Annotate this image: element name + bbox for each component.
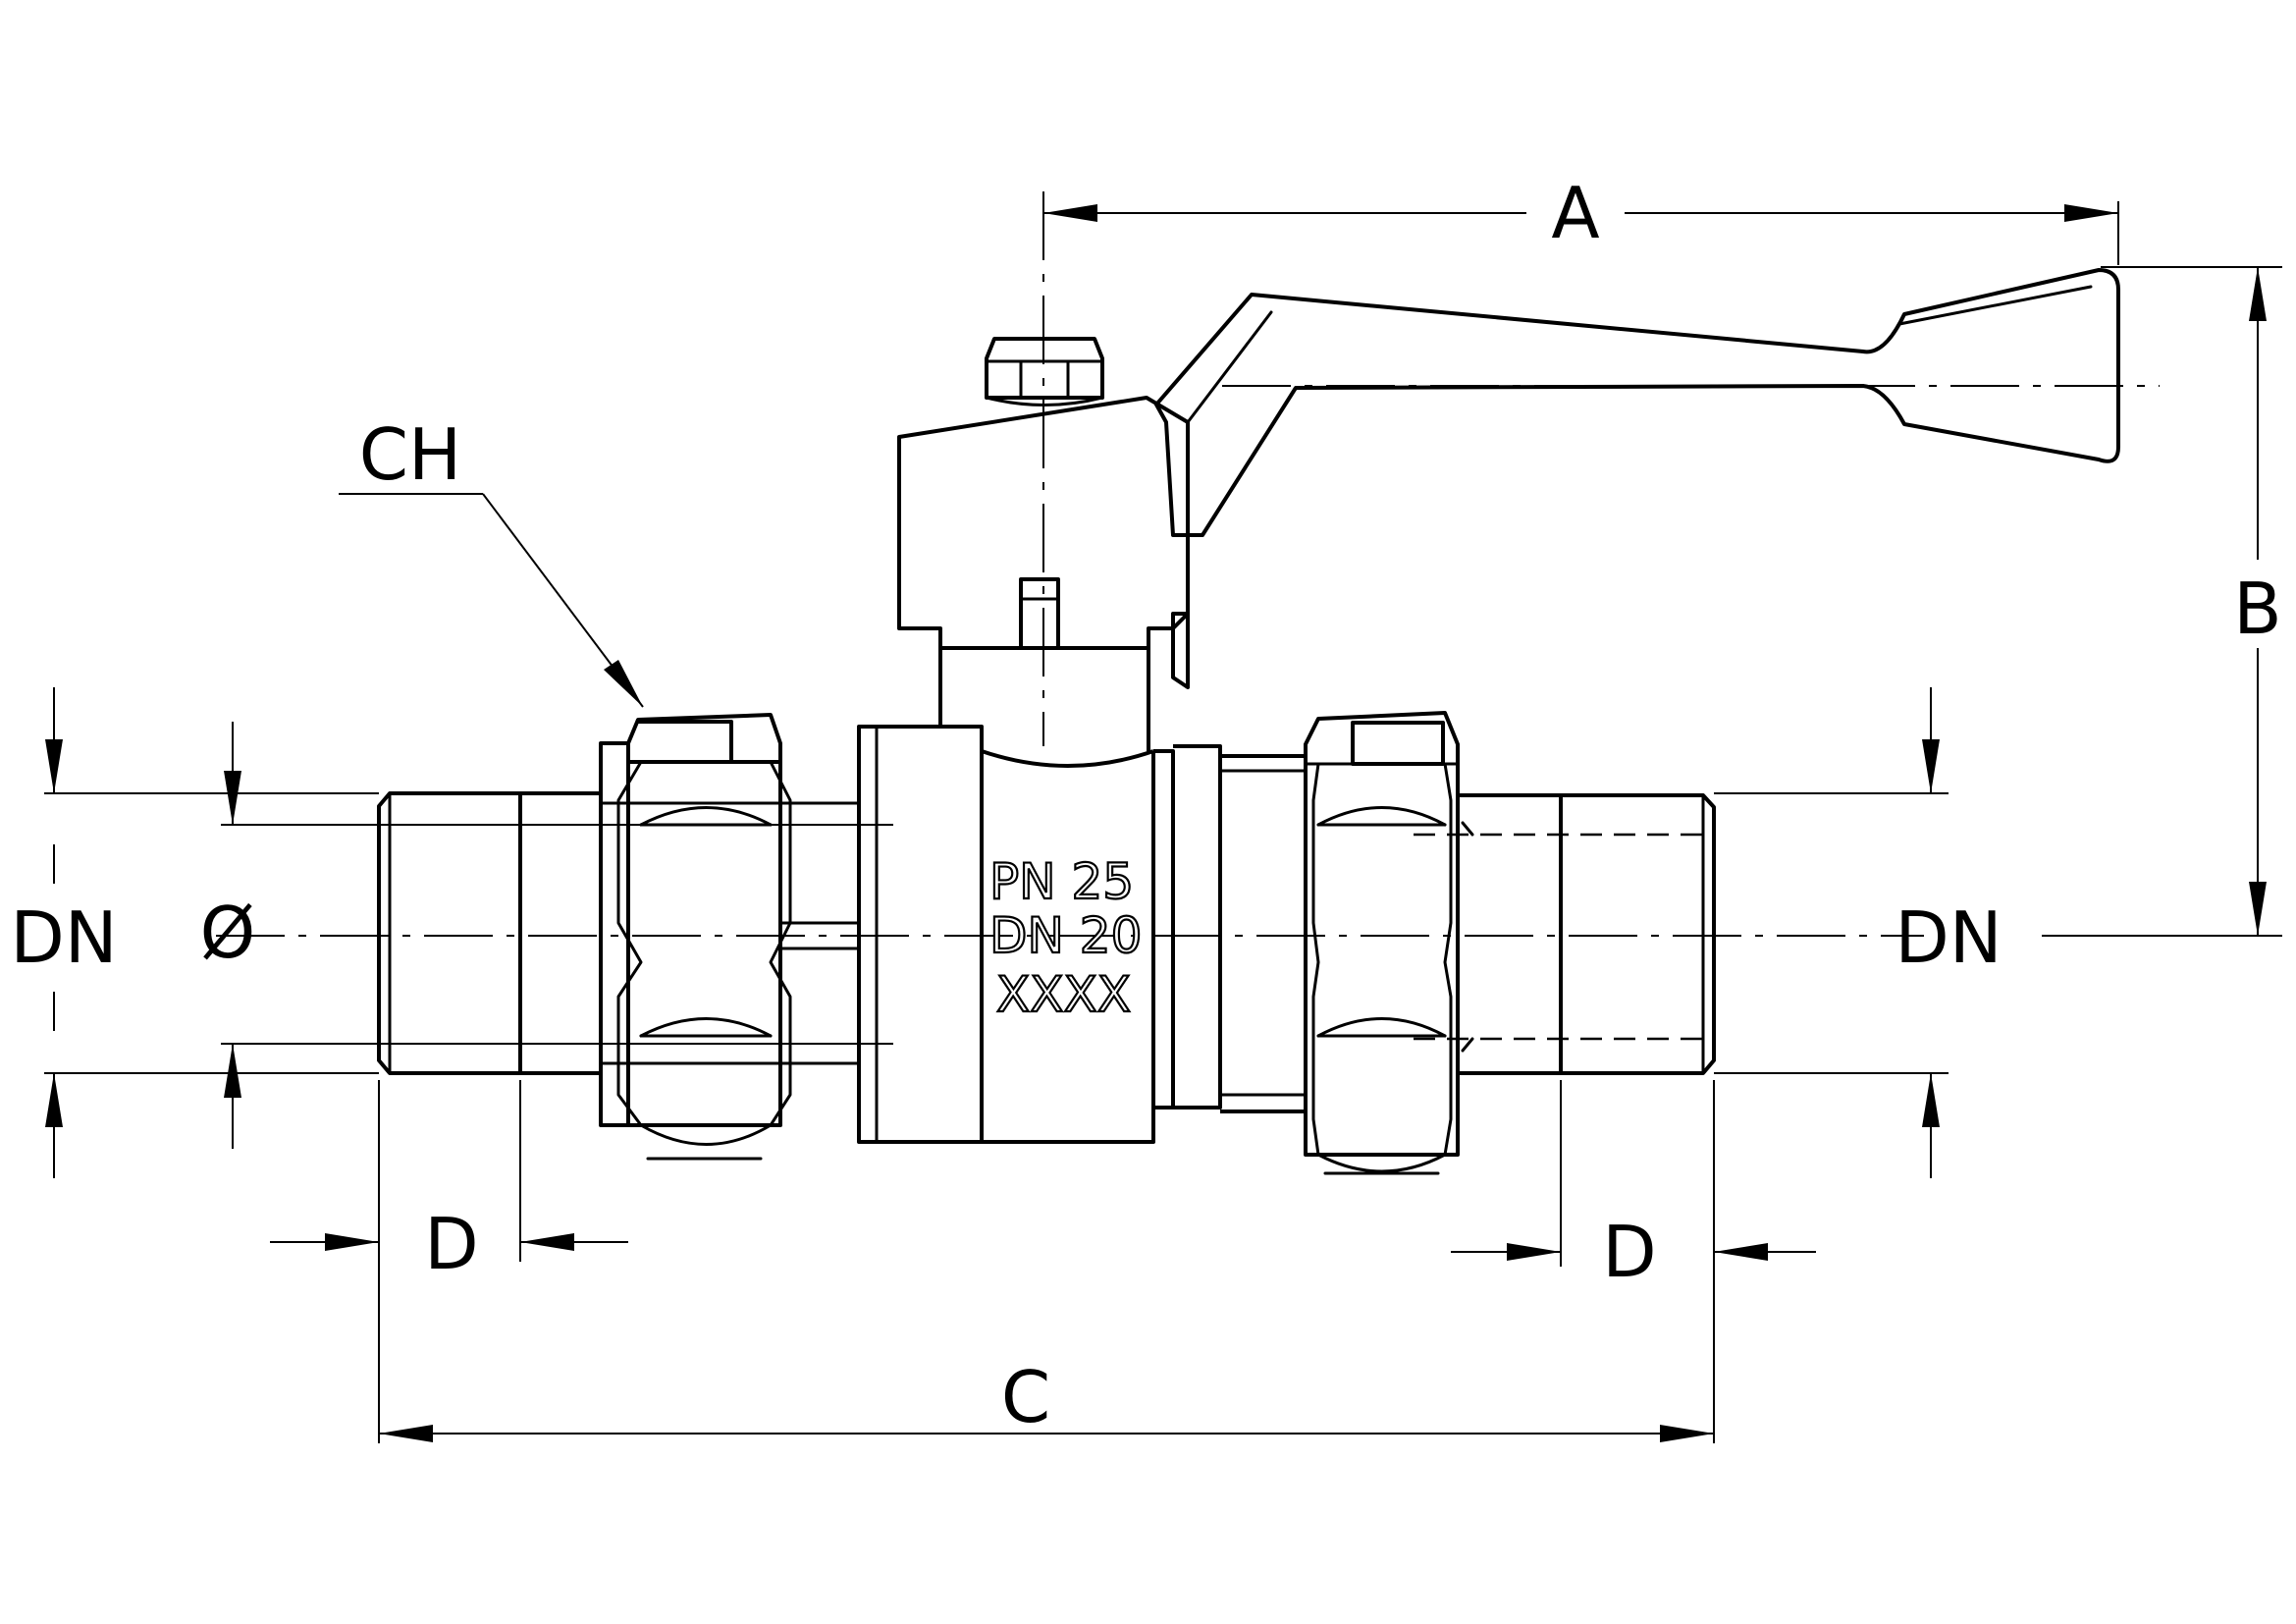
label-dn-left: DN (10, 896, 117, 979)
leader-ch: CH (339, 413, 644, 708)
dimension-d-left: D (270, 1080, 628, 1285)
label-b: B (2233, 568, 2281, 650)
dimension-diameter: Ø (200, 722, 893, 1149)
dimension-c: C (378, 1080, 1715, 1443)
body-marking: PN 25 DN 20 XXXX (988, 852, 1144, 1024)
valve-body (857, 725, 1308, 1144)
right-tail-pipe (1414, 793, 1716, 1075)
dimension-b: B (2042, 266, 2282, 937)
dimension-dn-left: DN (10, 687, 379, 1178)
top-nut (985, 337, 1104, 406)
label-c: C (1001, 1356, 1050, 1438)
lever-handle (1154, 268, 2120, 537)
marking-nominal-diameter: DN 20 (989, 907, 1142, 964)
marking-code: XXXX (996, 966, 1131, 1023)
label-dn-right: DN (1895, 896, 2002, 979)
stem-and-handle-block (897, 396, 1190, 751)
dimension-dn-right: DN (1714, 687, 2002, 1178)
right-union-nut (1304, 711, 1460, 1175)
label-diameter: Ø (200, 892, 256, 974)
label-d-left: D (424, 1203, 478, 1285)
label-ch: CH (359, 413, 461, 496)
dimension-d-right: D (1451, 1080, 1816, 1293)
marking-pressure: PN 25 (989, 853, 1134, 910)
label-d-right: D (1602, 1211, 1656, 1293)
dimension-a: A (1042, 172, 2119, 265)
label-a: A (1551, 172, 1599, 254)
